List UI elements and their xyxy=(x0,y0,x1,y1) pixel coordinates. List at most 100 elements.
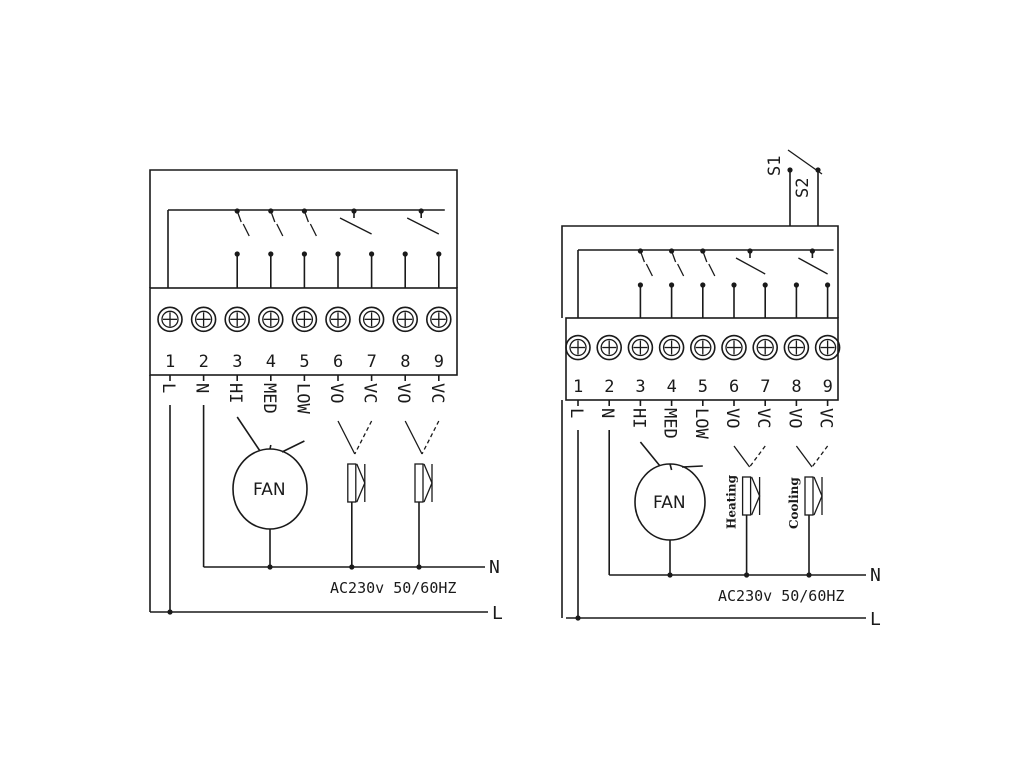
terminal-5: 5 xyxy=(291,306,318,372)
terminal-9: 9 xyxy=(425,306,452,372)
wire-label-n: N xyxy=(192,383,212,393)
screw-head-icon xyxy=(161,310,179,328)
supply-rating: AC230v 50/60HZ xyxy=(718,587,844,605)
screw-terminal-icon xyxy=(291,306,318,333)
screw-head-icon xyxy=(329,310,347,328)
relay-contact xyxy=(270,210,276,223)
terminal-number: 1 xyxy=(573,377,583,397)
valve-wedge-icon xyxy=(356,463,366,503)
valve-lead-vc xyxy=(421,420,440,455)
screw-head-icon xyxy=(362,310,381,328)
valve-actuator-2 xyxy=(414,463,433,570)
valve-body-icon xyxy=(414,463,424,503)
screw-head-icon xyxy=(396,310,414,328)
wire-label-vc: VC xyxy=(816,408,836,428)
screw-head-icon xyxy=(228,310,246,328)
relay-contact xyxy=(645,263,653,277)
junction-dot xyxy=(416,564,422,570)
terminal-number: 3 xyxy=(232,352,242,372)
screw-head-icon xyxy=(694,338,712,357)
valve-body-icon xyxy=(804,476,814,516)
junction-dot xyxy=(349,564,355,570)
wire-label-vo: VO xyxy=(326,383,346,403)
screw-terminal-icon xyxy=(565,334,591,361)
switch-label-s1: S1 xyxy=(765,156,785,176)
terminal-number: 7 xyxy=(367,352,377,372)
enclosure-outline xyxy=(561,225,839,318)
screw-terminal-icon xyxy=(721,334,747,361)
screw-head-icon xyxy=(662,338,681,357)
screw-terminal-icon xyxy=(392,306,419,333)
relay-contact xyxy=(303,210,310,223)
neutral-label: N xyxy=(489,557,500,578)
terminal-5: 5 xyxy=(689,334,716,397)
terminal-3: 3 xyxy=(224,306,250,372)
terminal-number: 6 xyxy=(333,352,343,372)
terminal-number: 4 xyxy=(266,352,276,372)
relay-contact xyxy=(309,223,317,237)
screw-terminal-icon xyxy=(627,334,654,361)
terminal-6: 6 xyxy=(325,306,351,372)
changeover-contact xyxy=(406,217,440,235)
screw-head-icon xyxy=(600,338,618,357)
valve-actuator-2 xyxy=(804,476,823,578)
junction-dot xyxy=(667,572,673,578)
terminal-number: 2 xyxy=(604,377,614,397)
valve-label-cooling: Cooling xyxy=(787,477,801,529)
fan-lead-low xyxy=(281,440,305,453)
wire-label-vo: VO xyxy=(722,408,742,428)
contact-dot xyxy=(787,167,793,173)
screw-terminal-icon xyxy=(224,306,250,333)
valve-body-icon xyxy=(347,463,357,503)
valve-wedge-icon xyxy=(423,463,433,503)
valve-body-icon xyxy=(741,476,752,516)
terminal-7: 7 xyxy=(358,306,385,372)
terminal-3: 3 xyxy=(627,334,654,397)
wire-label-vc: VC xyxy=(427,383,447,403)
screw-terminal-icon xyxy=(257,306,284,333)
changeover-contact xyxy=(735,257,766,275)
screw-terminal-icon xyxy=(658,334,685,361)
screw-head-icon xyxy=(295,310,314,328)
terminal-number: 8 xyxy=(791,377,801,397)
wire-label-med: MED xyxy=(660,408,680,439)
screw-terminal-icon xyxy=(814,334,841,361)
terminal-9: 9 xyxy=(814,334,841,397)
terminal-1: 1 xyxy=(157,306,183,372)
terminal-4: 4 xyxy=(658,334,685,397)
valve-wedge-icon xyxy=(751,476,761,516)
valve-lead-vc xyxy=(811,445,829,468)
valve-lead-vc xyxy=(749,445,766,468)
terminal-number: 8 xyxy=(400,352,410,372)
wire-label-vo: VO xyxy=(393,383,413,403)
switch-label-s2: S2 xyxy=(793,178,813,198)
screw-terminal-icon xyxy=(425,306,452,333)
screw-terminal-icon xyxy=(325,306,351,333)
valve-lead-vo xyxy=(404,420,423,455)
screw-terminal-icon xyxy=(358,306,385,333)
relay-contact xyxy=(236,210,242,223)
terminal-2: 2 xyxy=(596,334,623,397)
screw-terminal-icon xyxy=(190,306,217,333)
screw-head-icon xyxy=(262,310,280,328)
terminal-number: 5 xyxy=(698,377,708,397)
screw-terminal-icon xyxy=(596,334,623,361)
relay-contact xyxy=(702,250,708,263)
screw-head-icon xyxy=(787,338,806,357)
external-switch-blade xyxy=(787,149,823,175)
wire-label-hi: HI xyxy=(628,408,648,428)
screw-terminal-icon xyxy=(783,334,810,361)
terminal-number: 7 xyxy=(760,377,770,397)
supply-rating: AC230v 50/60HZ xyxy=(330,579,456,597)
fan-label: FAN xyxy=(253,480,286,500)
wire-label-vc: VC xyxy=(753,408,773,428)
wire-label-vo: VO xyxy=(784,408,804,428)
valve-lead-vc xyxy=(354,420,373,455)
screw-head-icon xyxy=(430,310,448,328)
screw-head-icon xyxy=(725,338,743,357)
relay-contact xyxy=(670,250,677,263)
